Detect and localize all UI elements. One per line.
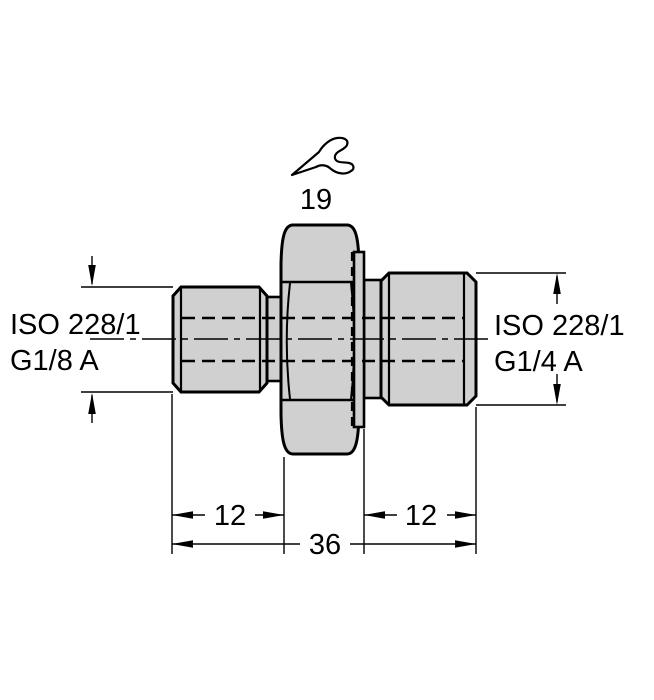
wrench-icon (290, 136, 355, 177)
right-thread-size-label: G1/4 A (494, 346, 583, 378)
overall-length-dim-label: 36 (309, 529, 341, 561)
left-length-dim-label: 12 (214, 500, 246, 532)
left-thread-size-label: G1/8 A (10, 345, 99, 377)
arrowhead-left (172, 540, 193, 548)
arrowhead-up (88, 393, 96, 414)
arrowhead-down (88, 265, 96, 286)
right-length-dim-label: 12 (405, 500, 437, 532)
hex-chamfer-arc-left (285, 282, 291, 400)
arrowhead-left (172, 511, 193, 519)
left-thread-standard-label: ISO 228/1 (10, 309, 141, 341)
fitting-body (90, 223, 491, 456)
wrench-size-label: 19 (300, 184, 332, 216)
right-diameter-dimension (476, 272, 566, 406)
arrowhead-up (553, 273, 561, 294)
arrowhead-right (263, 511, 284, 519)
arrowhead-down (553, 384, 561, 405)
length-dimensions (171, 394, 477, 554)
arrowhead-right (455, 540, 476, 548)
arrowhead-right (455, 511, 476, 519)
arrowhead-left (364, 511, 385, 519)
left-diameter-dimension (81, 256, 173, 423)
right-thread-standard-label: ISO 228/1 (494, 310, 625, 342)
